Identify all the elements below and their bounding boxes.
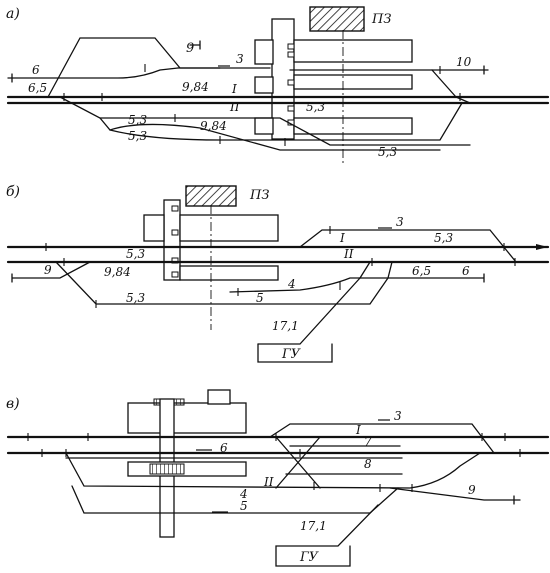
track-7-label-c: 7 bbox=[364, 435, 372, 449]
track-6-a bbox=[7, 67, 179, 83]
freight-yard-box-b bbox=[257, 343, 333, 363]
dim-984-bot-a: 9,84 bbox=[200, 119, 227, 133]
dim-171-c: 17,1 bbox=[300, 519, 327, 533]
dim-171-b: 17,1 bbox=[272, 319, 299, 333]
track-9-stub-a bbox=[189, 40, 201, 50]
track-5-c bbox=[71, 485, 399, 514]
crossover-c bbox=[275, 436, 321, 489]
track-4-label-b: 4 bbox=[287, 277, 296, 291]
switch-ticks-a bbox=[63, 64, 461, 146]
station-building-c bbox=[127, 402, 247, 434]
freight-yard-label-c: ГУ bbox=[299, 550, 320, 565]
track-1-label-b: I bbox=[339, 231, 345, 245]
track-5-label-c: 5 bbox=[240, 499, 248, 513]
stair-mid-c bbox=[149, 463, 185, 475]
track-3-label-a: 3 bbox=[236, 52, 244, 66]
track-8-label-c: 8 bbox=[364, 457, 372, 471]
platform-right-a1 bbox=[293, 39, 413, 63]
panel-a-label: а) bbox=[6, 6, 20, 22]
dim-984-b: 9,84 bbox=[104, 265, 131, 279]
track-9-label-c: 9 bbox=[468, 483, 476, 497]
track-6-b bbox=[359, 273, 485, 283]
platform-central-b bbox=[163, 199, 181, 281]
freight-yard-label-b: ГУ bbox=[281, 347, 302, 362]
track-10-switch-a bbox=[431, 69, 471, 104]
panel-c: в) bbox=[6, 389, 550, 567]
track-3-label-b: 3 bbox=[396, 215, 404, 229]
arrowhead-b bbox=[536, 244, 548, 250]
dim-984-top-a: 9,84 bbox=[182, 80, 209, 94]
platform-block-a1 bbox=[254, 39, 274, 65]
platform-right-b2 bbox=[179, 265, 279, 281]
track-4-b bbox=[229, 277, 361, 293]
track-4-c bbox=[65, 452, 481, 489]
platform-block-b1 bbox=[143, 214, 165, 242]
passenger-building-a-label: ПЗ bbox=[371, 12, 391, 27]
track-5-b bbox=[55, 261, 393, 305]
track-6-label-c: 6 bbox=[220, 441, 228, 455]
platform-right-a3 bbox=[293, 117, 413, 135]
track-1-label-a: I bbox=[231, 82, 237, 96]
panel-c-label: в) bbox=[6, 396, 20, 412]
track-9-label-a: 9 bbox=[186, 41, 194, 56]
track-6-label-a: 6 bbox=[32, 63, 40, 77]
switch-ticks-b bbox=[45, 226, 516, 308]
siding-lower-a3 bbox=[109, 123, 441, 151]
track-3-c bbox=[269, 423, 495, 454]
dim-53-right-b: 5,3 bbox=[434, 231, 453, 245]
platform-block-a3 bbox=[254, 117, 274, 135]
station-annex-c bbox=[207, 389, 231, 405]
track-9-b bbox=[11, 261, 91, 283]
platform-c bbox=[127, 461, 247, 477]
platform-teeth-b bbox=[171, 205, 179, 278]
switch-link-b bbox=[359, 261, 371, 279]
track-6-label-b: 6 bbox=[462, 264, 470, 278]
dim-65-a: 6,5 bbox=[28, 81, 47, 95]
panel-b-label: б) bbox=[6, 184, 20, 200]
siding-lower-a2 bbox=[99, 117, 471, 146]
track-9-c bbox=[389, 487, 521, 505]
freight-branch-c bbox=[275, 504, 379, 567]
dim-53-mid-a: 5,3 bbox=[306, 100, 325, 114]
dim-65-b: 6,5 bbox=[412, 264, 431, 278]
track-4-label-c: 4 bbox=[239, 487, 248, 501]
passenger-building-b-label: ПЗ bbox=[249, 188, 269, 203]
track-10-a bbox=[289, 65, 489, 75]
track-9-label-b: 9 bbox=[44, 263, 52, 277]
track-5-label-b: 5 bbox=[256, 291, 264, 305]
track-2-label-b: II bbox=[343, 247, 354, 261]
track-10-label-a: 10 bbox=[456, 55, 472, 69]
dim-53-bot-b: 5,3 bbox=[126, 291, 145, 305]
switch-ticks-c bbox=[27, 433, 521, 492]
panel-a: а) ПЗ bbox=[6, 6, 550, 165]
panel-b: б) ПЗ bbox=[6, 184, 550, 363]
passenger-building-a bbox=[309, 6, 365, 32]
track-3-b bbox=[299, 229, 517, 263]
freight-branch-b bbox=[257, 277, 361, 345]
passenger-building-b bbox=[185, 185, 237, 207]
dim-53-a2: 5,3 bbox=[128, 129, 147, 143]
platform-block-a2 bbox=[254, 76, 274, 94]
dim-53-top-b: 5,3 bbox=[126, 247, 145, 261]
dim-53-right-a: 5,3 bbox=[378, 145, 397, 159]
dim-53-a1: 5,3 bbox=[128, 113, 147, 127]
track-2-label-c: II bbox=[263, 475, 274, 489]
track-3-label-c: 3 bbox=[394, 409, 402, 423]
track-1-label-c: I bbox=[355, 423, 361, 437]
platform-right-b1 bbox=[179, 214, 279, 242]
track-2-label-a: II bbox=[229, 100, 240, 114]
platform-right-a2 bbox=[293, 74, 413, 90]
